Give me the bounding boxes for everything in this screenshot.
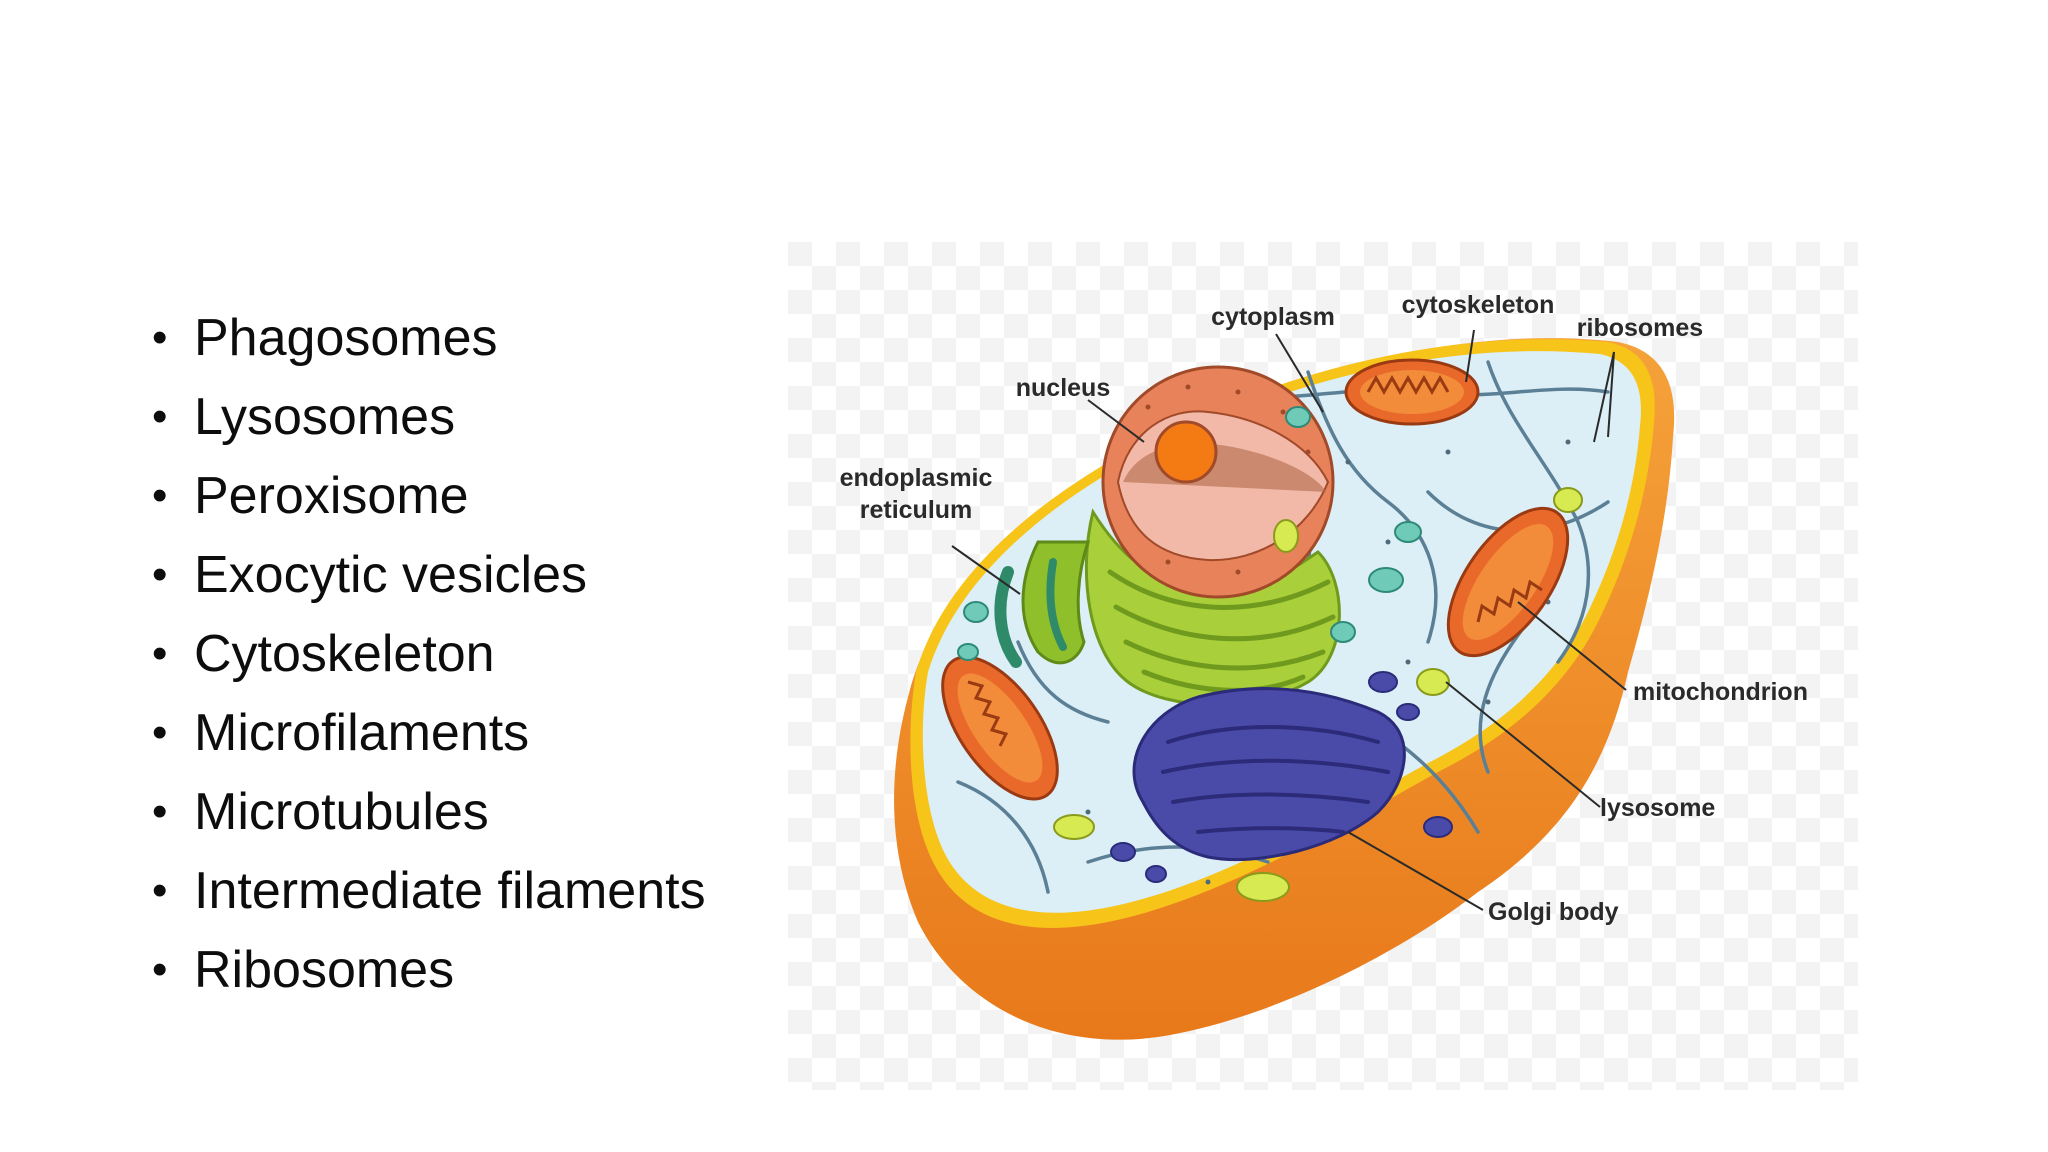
label-er-line2: reticulum (860, 496, 973, 524)
label-golgi-body: Golgi body (1488, 898, 1619, 926)
bullet-dot: • (152, 471, 194, 521)
label-lysosome: lysosome (1600, 794, 1715, 822)
label-mitochondrion: mitochondrion (1633, 678, 1808, 706)
label-cytoplasm: cytoplasm (1211, 303, 1335, 331)
bullet-item: •Intermediate filaments (152, 851, 706, 930)
label-cytoskeleton: cytoskeleton (1402, 291, 1555, 319)
mitochondrion-top (1346, 360, 1478, 424)
bullet-text: Phagosomes (194, 308, 498, 368)
bullet-text: Peroxisome (194, 466, 469, 526)
bullet-text: Intermediate filaments (194, 861, 706, 921)
bullet-item: •Cytoskeleton (152, 614, 706, 693)
bullet-dot: • (152, 629, 194, 679)
bullet-text: Exocytic vesicles (194, 545, 587, 605)
bullet-text: Lysosomes (194, 387, 455, 447)
bullet-dot: • (152, 392, 194, 442)
nucleolus (1156, 422, 1216, 482)
bullet-item: •Exocytic vesicles (152, 535, 706, 614)
bullet-dot: • (152, 313, 194, 363)
animal-cell-diagram: cytoplasm cytoskeleton ribosomes nucleus… (788, 242, 1858, 1090)
bullet-dot: • (152, 550, 194, 600)
bullet-dot: • (152, 787, 194, 837)
cell-diagram-svg: cytoplasm cytoskeleton ribosomes nucleus… (788, 242, 1858, 1090)
label-nucleus: nucleus (1016, 374, 1110, 402)
label-er-line1: endoplasmic (840, 464, 993, 492)
bullet-item: •Lysosomes (152, 377, 706, 456)
bullet-dot: • (152, 866, 194, 916)
bullet-list: •Phagosomes •Lysosomes •Peroxisome •Exoc… (152, 298, 706, 1009)
bullet-dot: • (152, 945, 194, 995)
bullet-dot: • (152, 708, 194, 758)
label-ribosomes: ribosomes (1577, 314, 1703, 342)
bullet-item: •Microfilaments (152, 693, 706, 772)
nucleus (1103, 367, 1333, 597)
bullet-item: •Microtubules (152, 772, 706, 851)
bullet-text: Microfilaments (194, 703, 529, 763)
bullet-item: •Peroxisome (152, 456, 706, 535)
bullet-text: Microtubules (194, 782, 489, 842)
bullet-item: •Phagosomes (152, 298, 706, 377)
bullet-text: Ribosomes (194, 940, 454, 1000)
bullet-text: Cytoskeleton (194, 624, 495, 684)
bullet-item: •Ribosomes (152, 930, 706, 1009)
